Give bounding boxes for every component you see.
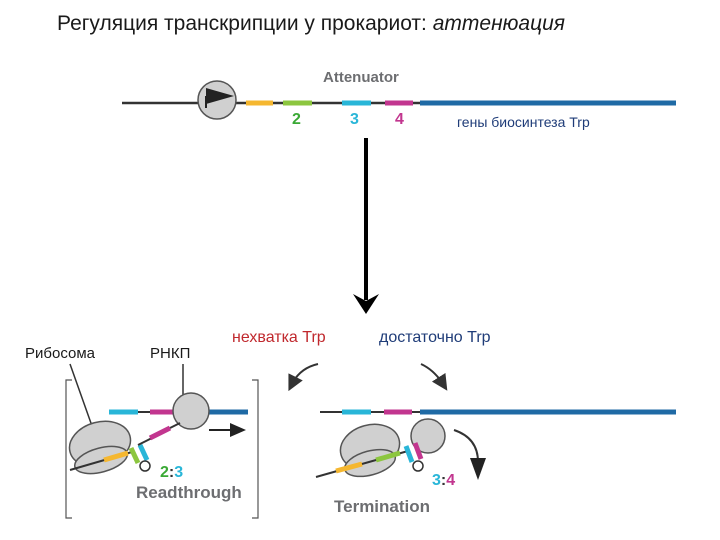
lp-hairpin-region-3	[137, 443, 150, 462]
lp-region-1	[103, 450, 129, 463]
polymerase-direction-icon	[206, 88, 234, 104]
rp-pairing-label: 3:4	[432, 472, 455, 489]
rp-rna-polymerase	[410, 418, 446, 454]
rp-region-1	[335, 461, 363, 474]
lp-pairing-label: 2:3	[160, 464, 183, 481]
attenuator-label: Attenuator	[323, 69, 399, 86]
ribosome-label: Рибосома	[25, 345, 96, 362]
region-4-label: 4	[395, 111, 404, 128]
left-bracket-open	[65, 379, 72, 519]
region-2-label: 2	[292, 111, 301, 128]
termination-panel: 3:4 Termination	[315, 409, 676, 516]
rp-hairpin-loop	[412, 460, 424, 472]
transcription-continues-arrow-icon	[230, 423, 246, 437]
readthrough-panel: 2:3 Readthrough	[65, 379, 259, 519]
lp-free-region-4	[148, 425, 172, 441]
operon-top: Attenuator 2 3 4 гены биосинтеза Trp	[122, 69, 676, 130]
branch-right-arrow	[420, 363, 448, 391]
low-trp-label: нехватка Trp	[232, 329, 326, 346]
trp-genes-label: гены биосинтеза Trp	[457, 114, 590, 130]
termination-release-arrow-icon	[470, 458, 486, 480]
rp-region-2	[375, 450, 401, 463]
title-emphasis: аттенюация	[432, 12, 566, 35]
region-3-label: 3	[350, 111, 359, 128]
lp-hairpin-loop	[139, 460, 151, 472]
rnap-label: РНКП	[150, 345, 190, 362]
central-arrow	[353, 138, 379, 314]
ribosome-pointer	[69, 363, 93, 427]
lp-rna-polymerase	[172, 392, 210, 430]
termination-label: Termination	[334, 497, 430, 516]
high-trp-label: достаточно Trp	[379, 329, 491, 346]
branch-left-arrow	[288, 363, 319, 392]
lp-hairpin-region-2	[128, 446, 141, 465]
down-arrow-icon	[353, 294, 379, 314]
rp-hairpin-region-3	[403, 445, 415, 463]
left-bracket-close	[252, 379, 259, 519]
title-main: Регуляция транскрипции у прокариот:	[57, 12, 433, 35]
readthrough-label: Readthrough	[136, 483, 242, 502]
rp-hairpin-region-4	[412, 442, 424, 460]
slide-title: Регуляция транскрипции у прокариот: атте…	[57, 12, 565, 36]
